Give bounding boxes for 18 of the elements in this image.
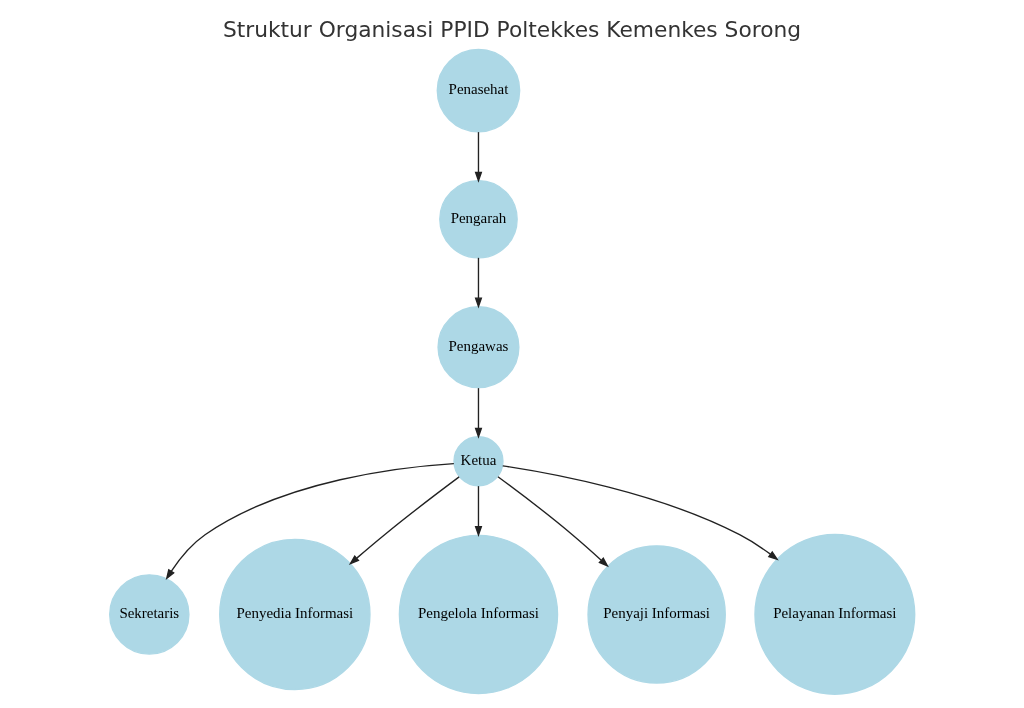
- node-circle: Pengawas: [437, 306, 520, 389]
- node-circle: Pengelola Informasi: [398, 534, 559, 695]
- node-circle: Penasehat: [436, 48, 521, 133]
- arrow: [502, 465, 779, 561]
- arrow: [474, 257, 483, 309]
- arrow: [165, 462, 455, 580]
- arrow: [474, 387, 483, 439]
- node-circle: Pengarah: [439, 179, 518, 259]
- diagram-title: Struktur Organisasi PPID Poltekkes Kemenkes Sorong: [222, 16, 802, 42]
- node-circle: Ketua: [453, 436, 504, 487]
- arrow: [474, 131, 483, 183]
- arrow: [497, 476, 609, 568]
- node-circle: Penyedia Informasi: [219, 538, 371, 691]
- node-circle: Pelayanan Informasi: [754, 533, 916, 695]
- node-circle: Sekretaris: [109, 574, 190, 655]
- node-circle: Penyaji Informasi: [587, 545, 726, 684]
- arrow: [474, 485, 483, 538]
- arrow: [348, 476, 460, 565]
